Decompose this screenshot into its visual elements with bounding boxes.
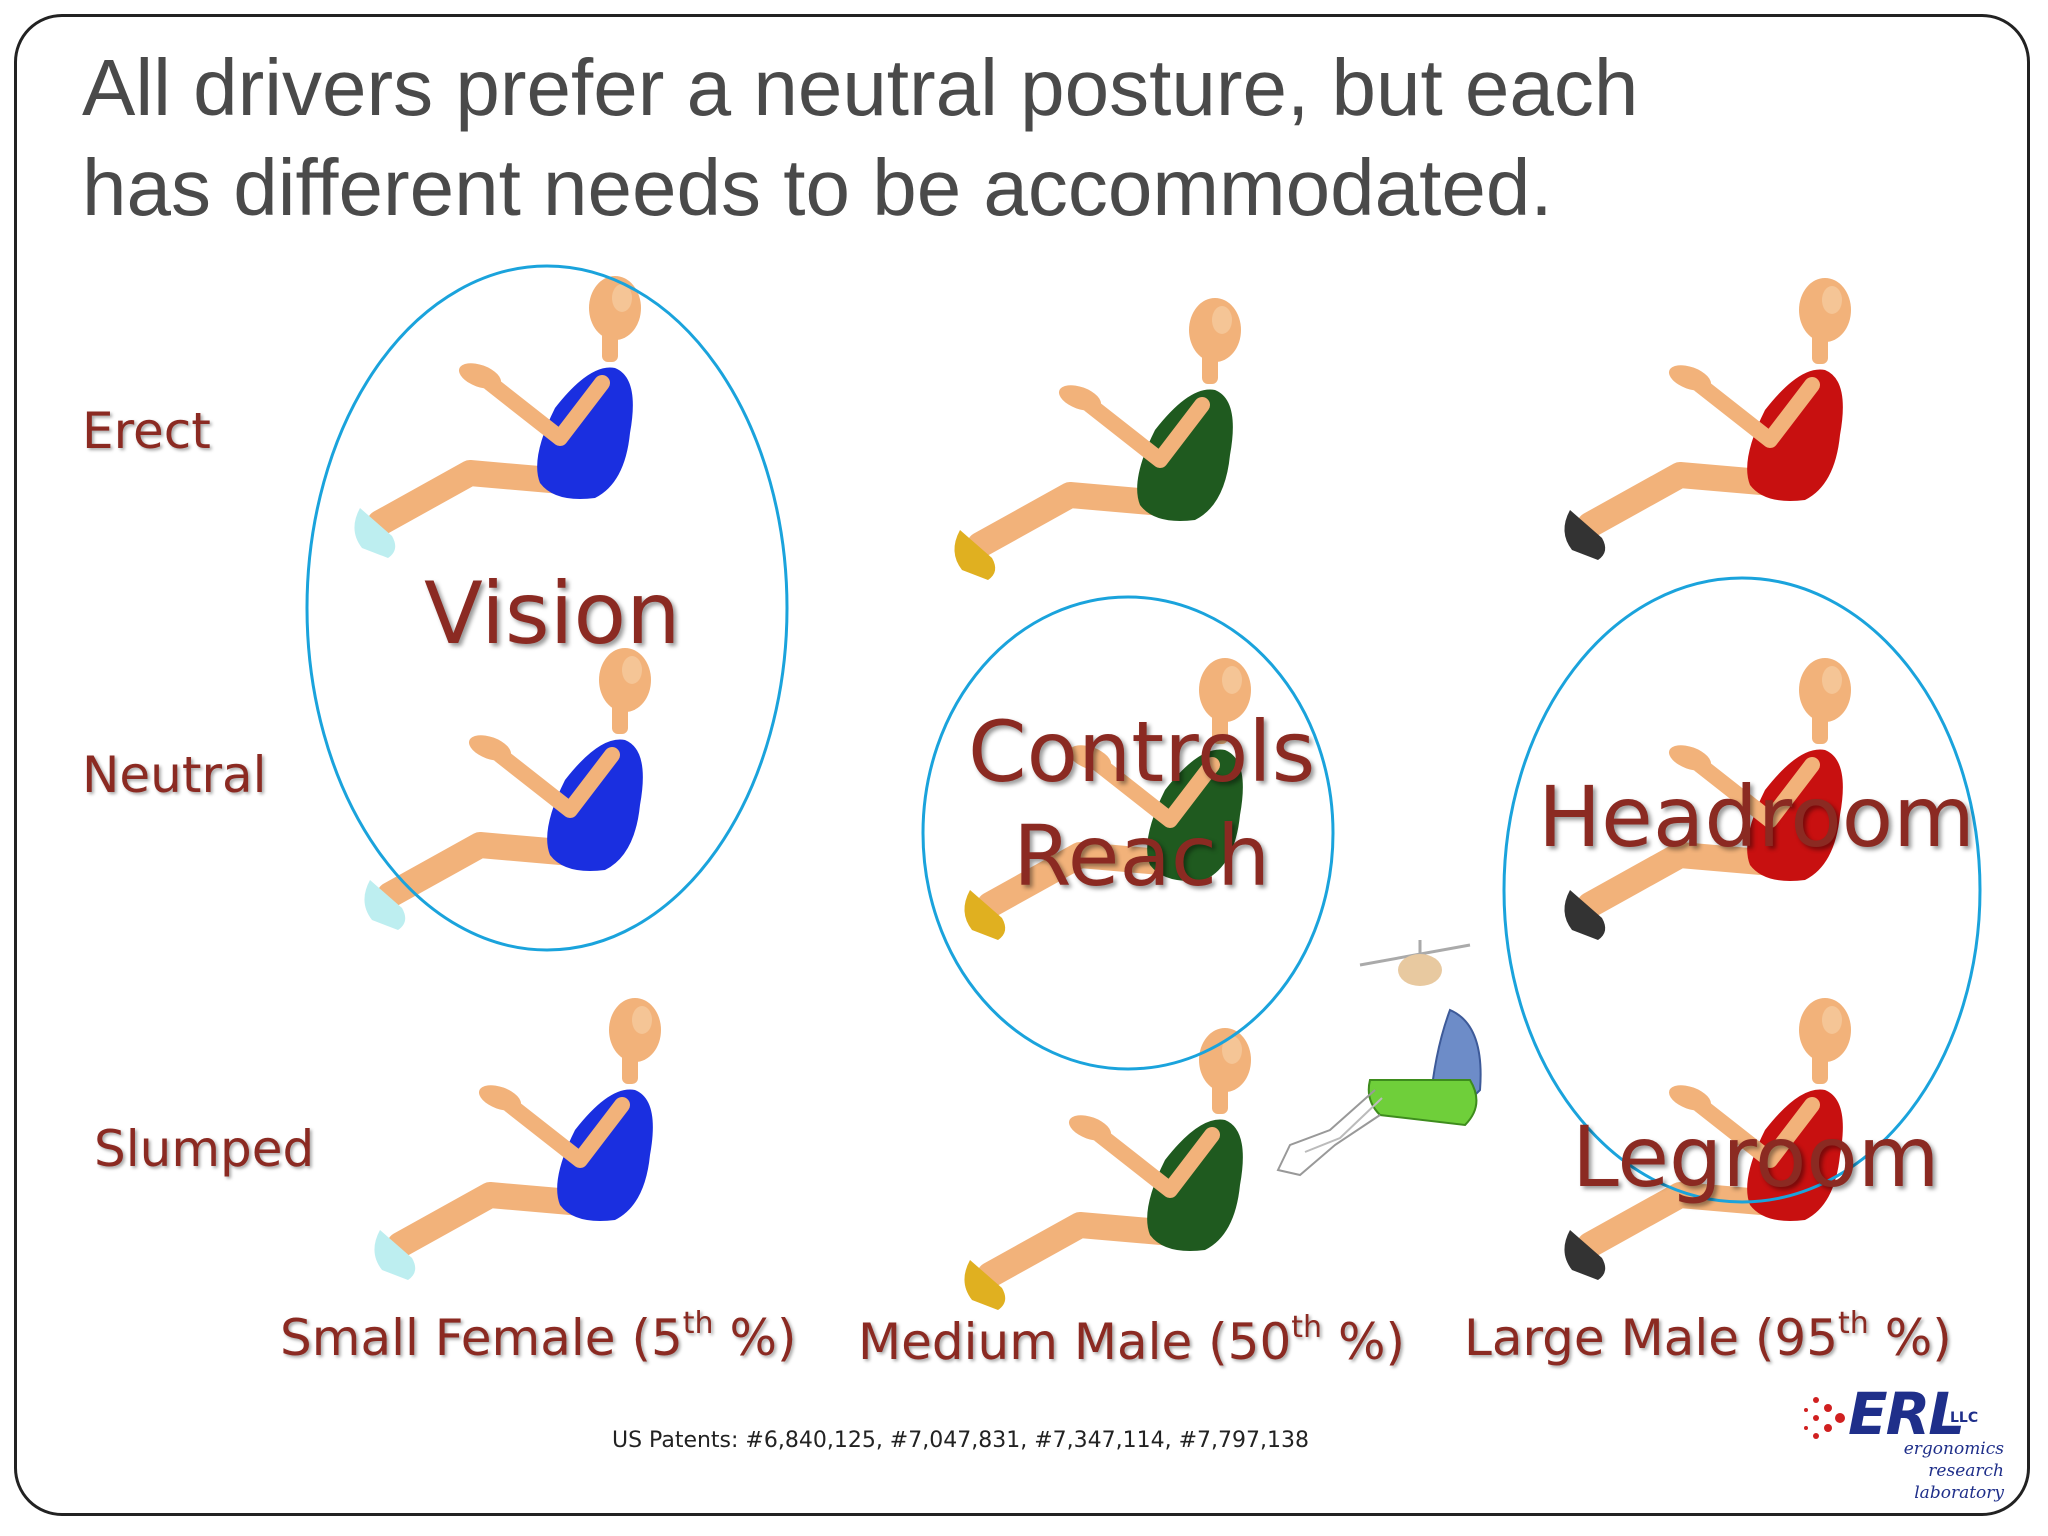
row-label-slumped: Slumped	[94, 1120, 315, 1178]
need-label-headroom: Headroom	[1538, 768, 1975, 866]
logo-llc: LLC	[1950, 1410, 1979, 1426]
figure-small-female-erect	[340, 268, 720, 568]
title-line-2: has different needs to be accommodated.	[82, 143, 1553, 232]
size-label-medium-male-text: Medium Male (50	[858, 1313, 1292, 1371]
row-label-erect: Erect	[82, 402, 211, 460]
need-label-legroom: Legroom	[1572, 1108, 1940, 1206]
row-label-neutral: Neutral	[82, 746, 267, 804]
need-label-controls: Controls	[968, 703, 1316, 801]
size-label-large-male-suffix: %)	[1868, 1309, 1952, 1367]
figure-small-female-slumped	[360, 990, 740, 1290]
size-label-small-female-sup: th	[682, 1306, 714, 1341]
logo-subtitle-line-2: laboratory	[1914, 1483, 2004, 1503]
patents-text: US Patents: #6,840,125, #7,047,831, #7,3…	[612, 1428, 1309, 1453]
size-label-small-female-suffix: %)	[713, 1309, 797, 1367]
figure-large-male-erect	[1550, 270, 1930, 570]
size-label-small-female-text: Small Female (5	[280, 1309, 683, 1367]
need-label-controls-reach: Controls Reach	[968, 700, 1315, 908]
slide-title: All drivers prefer a neutral posture, bu…	[82, 38, 1802, 238]
figure-small-female-neutral	[350, 640, 730, 940]
logo-mark: ERL	[1848, 1380, 1965, 1448]
logo-subtitle: ergonomics research laboratory	[1854, 1438, 2004, 1504]
logo-dots-icon	[1804, 1397, 1845, 1439]
size-label-small-female: Small Female (5th %)	[280, 1306, 796, 1367]
seat-model-image	[1276, 940, 1482, 1177]
erl-logo: ERL LLC ergonomics research laboratory	[1800, 1380, 2010, 1503]
size-label-large-male-sup: th	[1838, 1306, 1869, 1341]
size-label-medium-male-suffix: %)	[1322, 1313, 1405, 1371]
title-line-1: All drivers prefer a neutral posture, bu…	[82, 43, 1639, 132]
need-label-reach: Reach	[1013, 807, 1271, 905]
size-label-medium-male: Medium Male (50th %)	[858, 1310, 1405, 1371]
size-label-medium-male-sup: th	[1291, 1310, 1323, 1345]
need-label-vision: Vision	[424, 564, 681, 664]
figure-medium-male-erect	[940, 290, 1320, 590]
size-label-large-male: Large Male (95th %)	[1464, 1306, 1952, 1367]
logo-subtitle-line-1: ergonomics research	[1903, 1439, 2004, 1481]
size-label-large-male-text: Large Male (95	[1464, 1309, 1839, 1367]
